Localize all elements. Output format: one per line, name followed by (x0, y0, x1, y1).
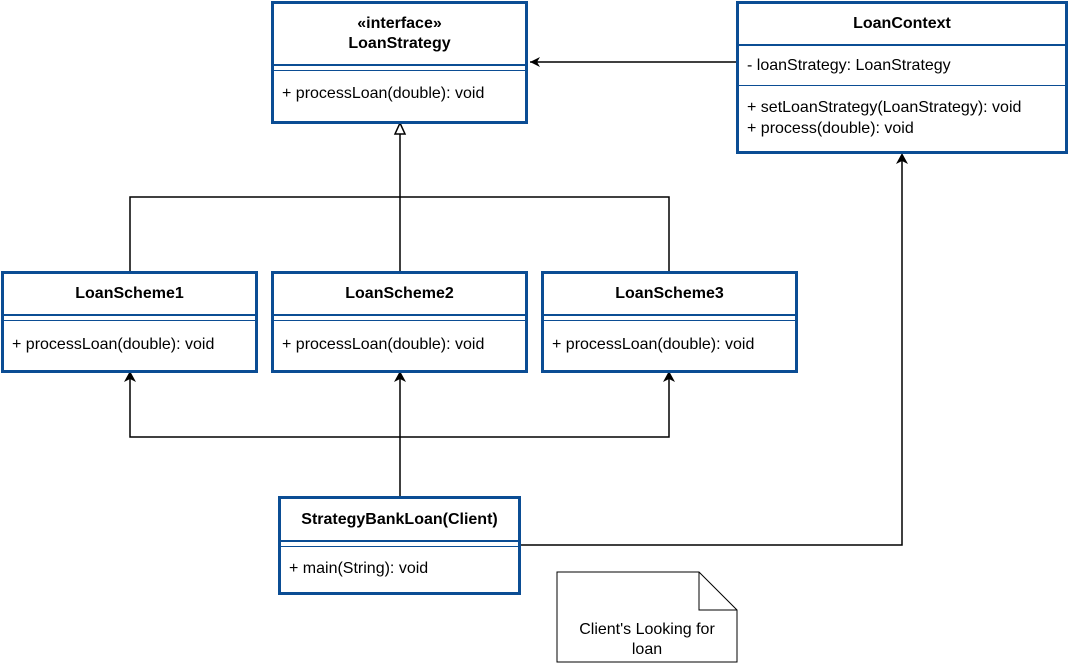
method-item: + processLoan(double): void (552, 336, 755, 353)
method-item: + processLoan(double): void (282, 336, 485, 353)
class-loan-scheme2[interactable]: LoanScheme2 + processLoan(double): void (271, 271, 528, 373)
class-header: LoanContext (739, 4, 1065, 46)
note-shape (556, 571, 738, 663)
methods-section: + main(String): void (281, 547, 518, 589)
class-name: LoanContext (853, 15, 951, 32)
realization-connector (129, 121, 670, 271)
arrowhead-icon (896, 153, 908, 164)
methods-section: + processLoan(double): void (4, 321, 255, 368)
class-loan-scheme3[interactable]: LoanScheme3 + processLoan(double): void (541, 271, 798, 373)
class-name: LoanScheme3 (615, 285, 724, 302)
class-header: LoanScheme1 (4, 274, 255, 316)
methods-section: + processLoan(double): void (274, 71, 525, 115)
attributes-section: - loanStrategy: LoanStrategy (739, 46, 1065, 86)
empty-attribute-section (281, 542, 518, 547)
methods-section: + processLoan(double): void (544, 321, 795, 368)
empty-attribute-section (274, 316, 525, 321)
arrowhead-icon (124, 371, 136, 382)
methods-section: + processLoan(double): void (274, 321, 525, 368)
class-loan-context[interactable]: LoanContext - loanStrategy: LoanStrategy… (736, 1, 1068, 154)
realization-triangle-icon (393, 121, 407, 135)
empty-attribute-section (544, 316, 795, 321)
class-name: LoanScheme1 (75, 285, 184, 302)
stereotype-label: «interface» (357, 15, 442, 32)
class-header: «interface» LoanStrategy (274, 4, 525, 66)
method-item: + setLoanStrategy(LoanStrategy): void (747, 99, 1022, 116)
class-name: LoanScheme2 (345, 285, 454, 302)
class-loan-strategy[interactable]: «interface» LoanStrategy + processLoan(d… (271, 1, 528, 124)
note-text: Client's Looking for loan (579, 621, 715, 658)
client-context-dependency (520, 153, 908, 546)
class-loan-scheme1[interactable]: LoanScheme1 + processLoan(double): void (1, 271, 258, 373)
class-header: StrategyBankLoan(Client) (281, 499, 518, 542)
client-scheme-dependency (124, 371, 675, 496)
arrowhead-icon (394, 371, 406, 382)
method-item: + processLoan(double): void (12, 336, 215, 353)
empty-attribute-section (4, 316, 255, 321)
method-item: + main(String): void (289, 559, 429, 577)
methods-section: + setLoanStrategy(LoanStrategy): void + … (739, 86, 1065, 150)
class-header: LoanScheme2 (274, 274, 525, 316)
attribute-item: - loanStrategy: LoanStrategy (747, 57, 951, 74)
empty-attribute-section (274, 66, 525, 71)
class-strategy-bank-loan-client[interactable]: StrategyBankLoan(Client) + main(String):… (278, 496, 521, 595)
class-name: LoanStrategy (348, 35, 451, 52)
class-header: LoanScheme3 (544, 274, 795, 316)
method-item: + process(double): void (747, 120, 914, 137)
method-item: + processLoan(double): void (282, 84, 485, 102)
class-name: StrategyBankLoan(Client) (301, 510, 498, 528)
arrowhead-icon (663, 371, 675, 382)
